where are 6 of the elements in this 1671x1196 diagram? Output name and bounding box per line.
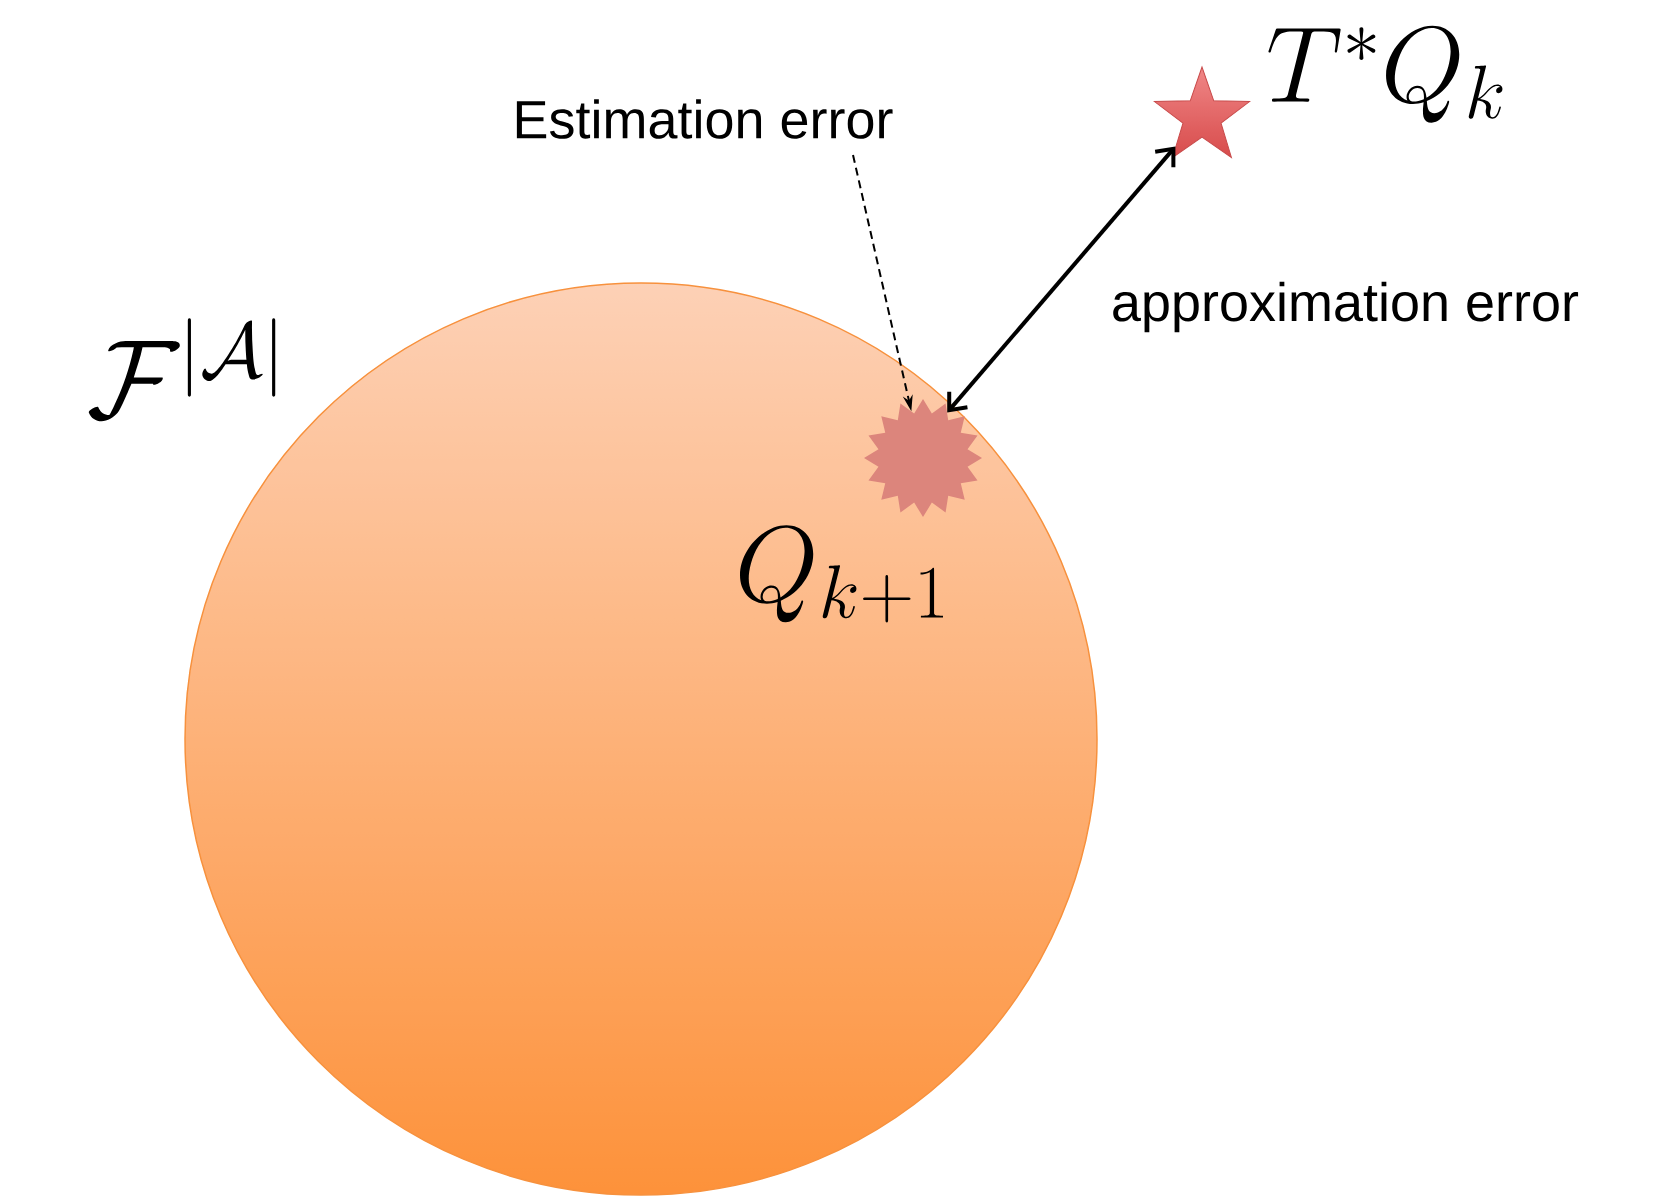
math-label: $Q_{k+1}$ [740,525,943,623]
edge-label: approximation error [1107,278,1583,336]
text-label: Estimation error [516,99,893,139]
arrow [947,146,1176,413]
set-label: $\mathcal{F}^{|\mathcal{A}|}$ [88,318,276,422]
math-label: $T^*Q_k$ [1268,25,1503,123]
